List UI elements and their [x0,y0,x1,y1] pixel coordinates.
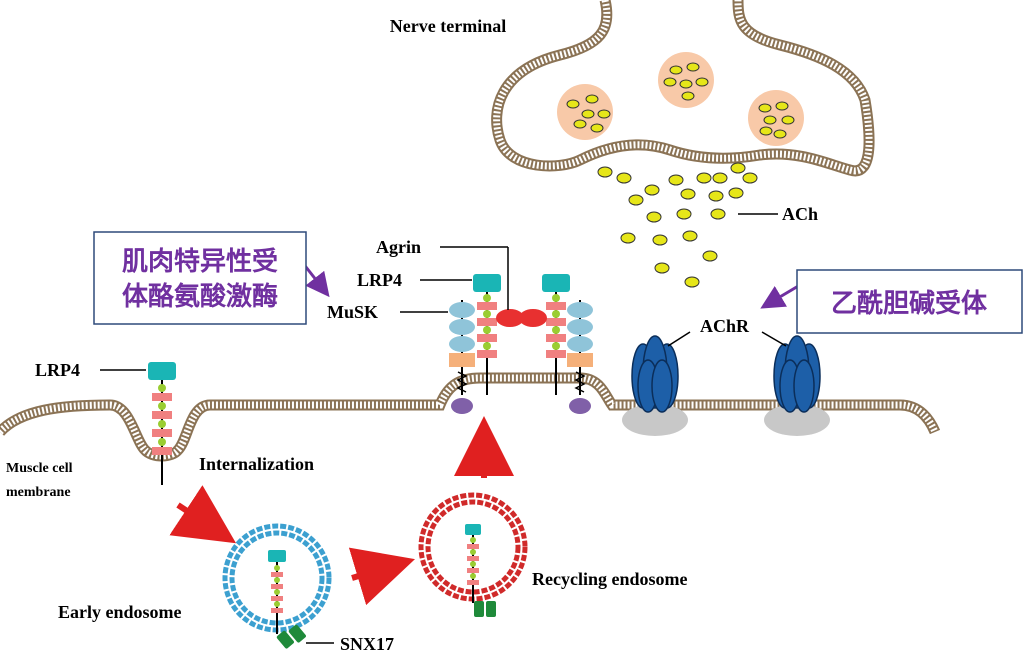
label-muscle-line2: membrane [6,485,71,500]
early-endosome [222,523,332,634]
musk-lrp4-complex-right [542,274,593,414]
recycling-endosome [418,492,528,617]
label-lrp4-top: LRP4 [357,270,402,290]
label-recycling-endosome: Recycling endosome [532,569,687,589]
label-ach: ACh [782,204,818,224]
label-achr: AChR [700,316,750,336]
achr-leader-left [667,331,691,347]
muscle-membrane [0,372,941,462]
label-agrin: Agrin [376,237,421,257]
label-lrp4-left: LRP4 [35,360,80,380]
callout-musk-line2: 体酪氨酸激酶 [122,281,278,312]
agrin-dimer [496,309,547,327]
achr-left [622,335,688,436]
synaptic-vesicles [557,52,804,146]
vesicle [748,90,804,146]
callout-box-musk [93,231,307,325]
achr-leader-right [761,331,787,347]
arrow-callout-achr [760,283,801,309]
nerve-terminal-membrane [491,0,875,177]
callout-musk-line1: 肌肉特异性受 [122,246,278,277]
label-internalization: Internalization [199,454,314,474]
musk-lrp4-complex-left [449,274,501,414]
label-early-endosome: Early endosome [58,602,182,622]
label-muscle-line1: Muscle cell [6,461,73,476]
arrow-internalize [169,485,237,544]
ach-molecules [597,162,758,288]
label-musk: MuSK [327,302,378,322]
callout-box-achr [796,269,1023,334]
achr-right [764,335,830,436]
callout-achr: 乙酰胆碱受体 [831,288,988,319]
label-snx17: SNX17 [340,634,394,654]
lrp4-internalizing [148,362,176,485]
label-nerve-terminal: Nerve terminal [390,16,506,36]
snx17-protein [276,624,306,649]
arrow-to-recycling [348,547,415,606]
